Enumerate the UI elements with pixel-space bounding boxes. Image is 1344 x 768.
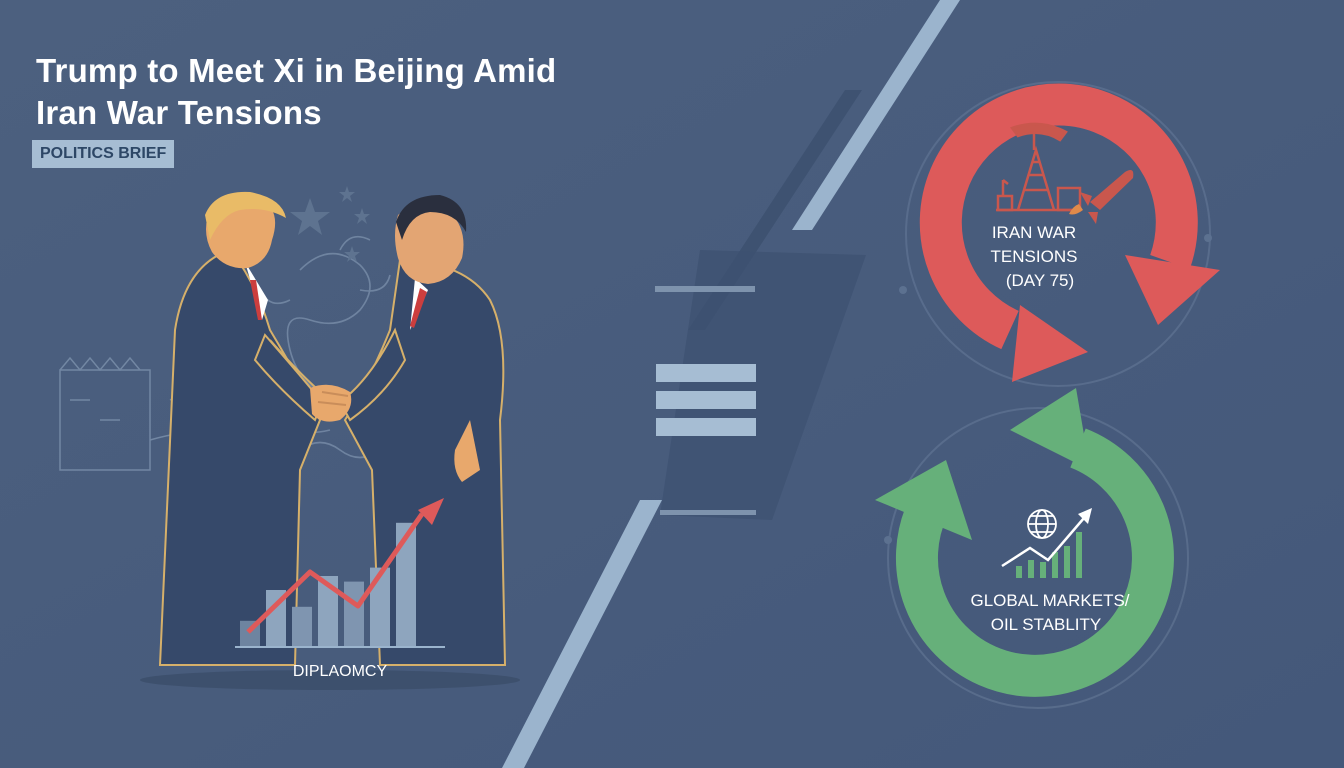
bottom-cycle-arrowhead-top <box>1010 388 1090 470</box>
bottom-cycle-arrowhead-left <box>875 460 972 540</box>
bottom-cycle-arrow <box>875 388 1189 709</box>
chart-baseline <box>235 646 445 648</box>
headline-line1: Trump to Meet Xi in Beijing Amid <box>36 52 557 89</box>
diagonal-divider <box>502 0 960 768</box>
stars-decoration <box>290 186 370 262</box>
missile-icon <box>1069 170 1134 224</box>
trend-arrow-head <box>418 498 444 525</box>
top-cycle-arrow <box>899 81 1220 387</box>
trend-arrow-line <box>246 512 425 634</box>
bottom-cycle-arc <box>895 428 1174 697</box>
oil-derrick-icon <box>996 122 1082 212</box>
top-cycle-arrowhead-bottom <box>1012 305 1088 382</box>
politics-brief-badge: POLITICS BRIEF <box>32 140 175 168</box>
handshake <box>310 384 352 422</box>
top-cycle-arrowhead-right <box>1125 255 1220 325</box>
chart-bar-4 <box>318 576 338 646</box>
diplomacy-bar-chart <box>235 498 445 648</box>
top-cycle-arc <box>919 83 1198 350</box>
headline: Trump to Meet Xi in Beijing Amid Iran Wa… <box>36 50 656 134</box>
top-cycle-line1: IRAN WAR <box>992 223 1076 242</box>
globe-icon <box>1027 509 1057 539</box>
headline-line2: Iran War Tensions <box>36 94 322 131</box>
diplomacy-label: DIPLAOMCY <box>293 663 388 680</box>
bottom-cycle-line2: OIL STABLITY <box>991 615 1102 634</box>
rising-chart-icon <box>1001 508 1092 578</box>
chart-bar-2 <box>266 590 286 646</box>
chart-bar-5 <box>344 581 364 646</box>
menu-bars-icon <box>656 364 756 436</box>
left-figure-trump <box>158 191 331 666</box>
top-cycle-line3: (DAY 75) <box>1006 271 1074 290</box>
chart-bar-6 <box>370 567 390 646</box>
top-cycle-line2: TENSIONS <box>991 247 1078 266</box>
chart-bar-7 <box>396 522 416 646</box>
chart-bar-3 <box>292 606 312 646</box>
bottom-cycle-line1: GLOBAL MARKETS/ <box>970 591 1129 610</box>
